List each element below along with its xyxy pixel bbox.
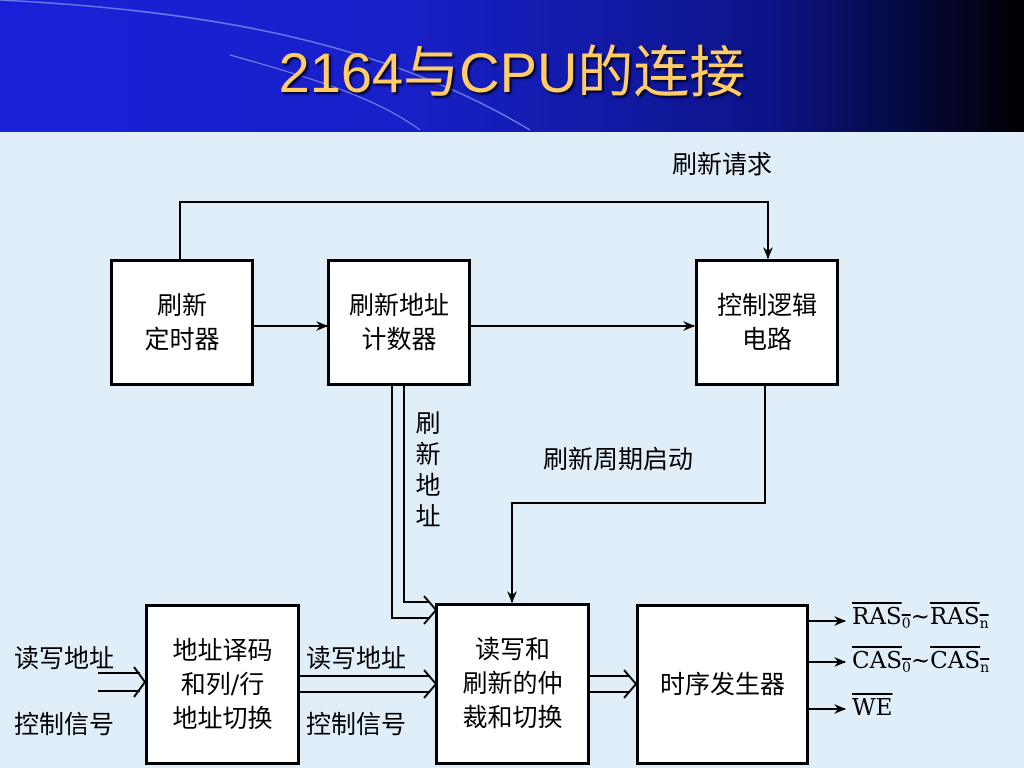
output-we: WE <box>852 695 893 721</box>
arrow-left-in <box>133 666 147 698</box>
title-bar-swoosh <box>0 0 531 131</box>
output-ras: RAS0~RASn <box>852 604 989 632</box>
wire-refresh-cycle-start <box>507 385 766 603</box>
label-refresh-request: 刷新请求 <box>672 150 773 179</box>
address-decode-box: 地址译码和列/行地址切换 <box>145 604 300 765</box>
label-rw-address-left: 读写地址 <box>14 644 115 673</box>
wire-refresh-request <box>179 201 773 259</box>
refresh-address-counter-box: 刷新地址计数器 <box>327 259 471 386</box>
timing-generator-box: 时序发生器 <box>636 604 809 765</box>
label-refresh-cycle-start: 刷新周期启动 <box>543 445 694 474</box>
label-rw-address-mid: 读写地址 <box>306 644 407 673</box>
slide-title: 2164与CPU的连接 <box>278 41 746 104</box>
refresh-timer-box: 刷新定时器 <box>110 259 254 386</box>
arrow-arbiter-to-timing <box>623 669 638 699</box>
label-control-signal-mid: 控制信号 <box>306 710 407 739</box>
label-control-signal-left: 控制信号 <box>14 710 115 739</box>
arbiter-box: 读写和刷新的仲裁和切换 <box>435 603 590 765</box>
label-refresh-address-vertical: 刷新地址 <box>415 409 441 531</box>
title-bar: 2164与CPU的连接 <box>0 0 1024 132</box>
wire-refresh-address-a <box>391 385 430 619</box>
output-cas: CAS0~CASn <box>852 648 990 676</box>
wire-refresh-address-b <box>403 385 430 603</box>
control-logic-box: 控制逻辑电路 <box>695 259 839 386</box>
